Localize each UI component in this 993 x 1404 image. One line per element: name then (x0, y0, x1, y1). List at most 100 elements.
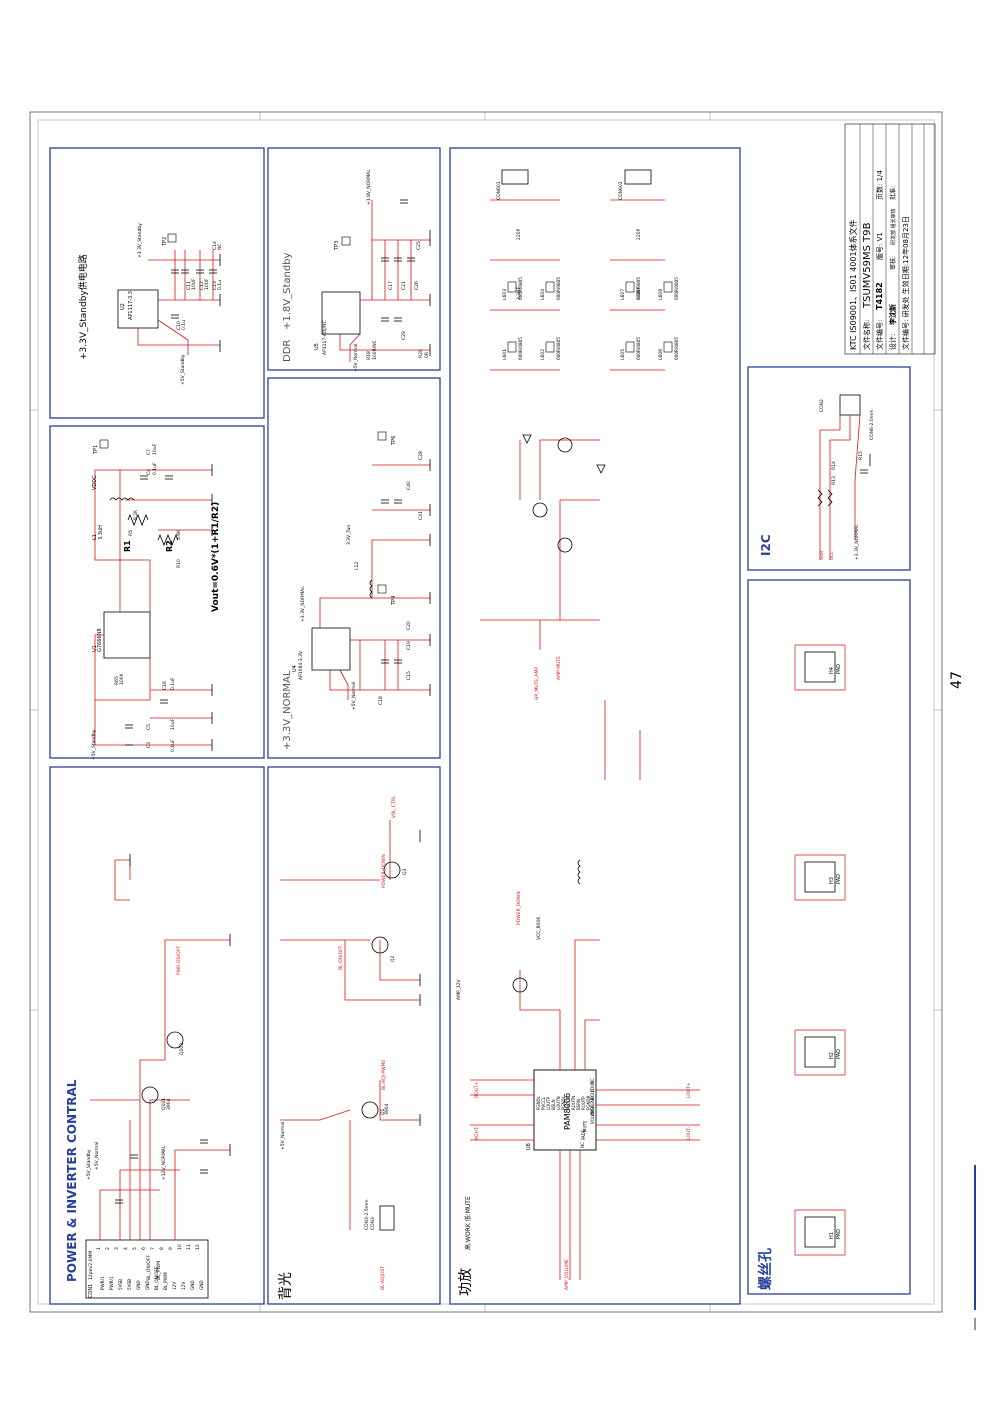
i2c-conn-part: CON6-2.0mm (869, 410, 875, 440)
amp-output-3: LOUT- (686, 1126, 692, 1140)
amp-net-3: HP_MUTE_AMP (534, 667, 540, 700)
vddc-r2-resistor (157, 533, 179, 547)
screw-hole-wire (794, 644, 846, 691)
screw-hole-part: PAD (836, 1049, 842, 1059)
block-standby: +3.3V_Standby供电电路 U2 AP1117-3.3 TP2 +5V_… (77, 223, 223, 385)
standby-testpoint (167, 233, 177, 243)
speaker-inductor-label: L601 (502, 349, 508, 360)
amp-pin-right: MUTE (582, 1120, 587, 1132)
normal33-cap-3: C20 (406, 621, 412, 630)
backlight-q-2: Q3 (402, 868, 408, 875)
speaker-inductor-value: 600R/0805 (518, 337, 523, 360)
amp-q601-transistor (557, 537, 573, 553)
power-net-3: PWR-ON/OFF (176, 946, 182, 975)
vddc-tp-label: TP1 (93, 445, 99, 455)
vddc-testpoint (99, 439, 109, 449)
backlight-net-2: BL-ADJUST (380, 1266, 386, 1290)
standby-part-label: AP1117-3.3 (128, 291, 134, 320)
amp-pin-left: PVCCR (566, 1096, 571, 1110)
vddc-part-label: G7666N8 (97, 628, 103, 652)
normal33-net-out: +3.3V_NORMAL (300, 586, 306, 622)
power-q102-transistor (166, 1031, 184, 1049)
power-pin-name: 5VSB (127, 1279, 132, 1290)
i2c-net-2: +3.3V_NORMAL (854, 524, 860, 560)
amp-diode-2 (596, 464, 606, 474)
standby-tp-label: TP2 (162, 237, 168, 247)
power-pin-name: 5VSB (118, 1279, 123, 1290)
screw-hole-part: PAD (836, 664, 842, 674)
amp-q7-transistor (512, 977, 528, 993)
backlight-net-0: +5V_Normal (280, 1122, 286, 1150)
title-approve-label: 批准: (889, 186, 897, 200)
title-block: KTC IS09001、IS01 4001体系文件 文件名称: TSUMV59M… (844, 123, 936, 355)
block-normal33-frame (267, 377, 441, 759)
normal33-cap-2: C19 (406, 641, 412, 650)
power-connector (85, 1239, 209, 1299)
ddr-resval-1: 0R (424, 352, 430, 358)
speaker-inductor-label: L608 (658, 289, 664, 300)
vddc-capval-3: 0.1uF (152, 462, 158, 475)
power-pin-name: BL_PWM (163, 1272, 168, 1290)
standby-u-label: U2 (120, 303, 126, 310)
screw-hole-wire (794, 854, 846, 901)
speaker-conn-1: CON602 (618, 181, 624, 200)
vddc-cap-0: C5 (146, 724, 152, 730)
block-amp-frame (449, 147, 741, 1305)
page-number: 47 (948, 671, 965, 689)
amp-pin-right: NC (580, 1142, 585, 1148)
amp-pin-left: BSRN (576, 1099, 581, 1110)
amp-net-5: AMP_VOLUME (564, 1259, 570, 1290)
power-pin-name: PWR/1 (100, 1276, 105, 1290)
amp-speaker-conn-l (624, 169, 652, 185)
standby-title: +3.3V_Standby供电电路 (77, 254, 89, 360)
amp-pin-left: PGNDL (561, 1095, 566, 1110)
block-backlight-frame (267, 766, 441, 1305)
power-pin-number: 4 (123, 1247, 129, 1250)
normal33-tp2-label: TP6 (391, 436, 397, 446)
vddc-cap-4: C7 (146, 449, 152, 455)
i2c-r14-resistor (827, 489, 833, 507)
vddc-r-label-1: R5 (128, 530, 134, 536)
amp-net-4: AMP-MUTE (556, 656, 562, 680)
normal33-part-label: AP1084-3.3V (298, 650, 304, 680)
speaker-inductor-label: L605 (620, 349, 626, 360)
ddr-regulator (321, 291, 361, 335)
block-vddc-frame (49, 425, 265, 759)
vddc-inductor (109, 497, 135, 501)
amp-pin-right: FADE (581, 1129, 586, 1140)
block-power-frame (49, 766, 265, 1305)
ddr-res-0: R18 (366, 351, 372, 360)
power-pin-number: 5 (132, 1247, 138, 1250)
title-file-name-label: 文件名称: (862, 320, 871, 350)
speaker-inductor (663, 281, 673, 293)
i2c-connector (839, 394, 861, 416)
i2c-title: I2C (759, 534, 773, 556)
title-designer-label: 设计: (888, 334, 897, 350)
backlight-q-part: 3904 (384, 1103, 390, 1115)
amp-u-label: U8 (526, 1143, 532, 1150)
amp-mute-note: 高:WORK 低:MUTE (464, 1196, 472, 1250)
amp-inductor (577, 859, 581, 885)
vddc-r-label-0: R65 (114, 676, 120, 685)
speaker-inductor-label: L603 (502, 289, 508, 300)
amp-output-2: LOUT+ (686, 1082, 692, 1098)
speaker-inductor (625, 281, 635, 293)
backlight-net-5: BL-ADJ-PWM0 (381, 1060, 387, 1090)
speaker-inductor-value: 600R/0805 (556, 337, 561, 360)
ddr-resval-0: 100R/NC (372, 340, 378, 360)
block-vddc: Vout=0.6V*(1+R1/R2) U1 G7666N8 (91, 439, 221, 760)
block-power: POWER & INVERTER CONTRAL CON1 12pin/2.0M… (65, 854, 231, 1299)
speaker-conn-0: CON601 (496, 181, 502, 200)
speaker-inductor (507, 341, 517, 353)
speaker-capval-0b: 3.3NF (636, 286, 642, 300)
speaker-capval-0: 3.3NF (516, 286, 522, 300)
vddc-r-value-0: 100K (119, 672, 125, 685)
amp-pin-left: BSLN (551, 1100, 556, 1110)
normal33-l-label: L12 (354, 562, 360, 570)
backlight-conn-label: CON3 (370, 1217, 376, 1230)
standby-capval-1: 10UF (191, 278, 197, 290)
power-pin-number: 7 (150, 1247, 156, 1250)
power-pin-name: 12V (181, 1282, 186, 1290)
